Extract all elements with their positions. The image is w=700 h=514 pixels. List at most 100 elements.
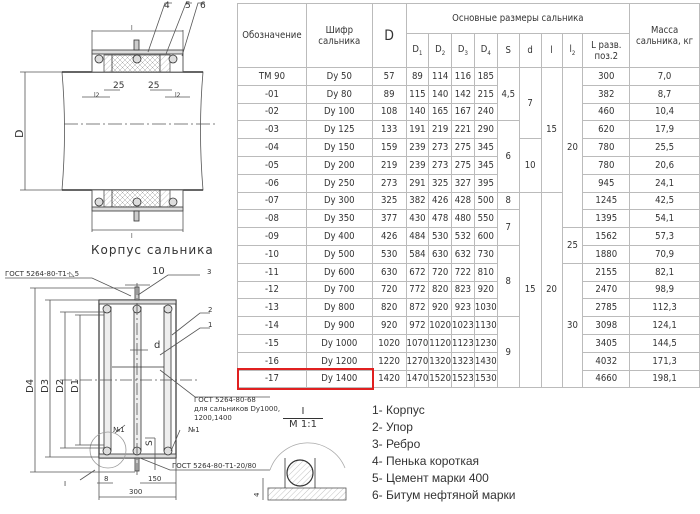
cell-code: Dy 600 (305, 262, 373, 282)
detail-view-label: I (283, 406, 323, 419)
header-D4: D4 (473, 33, 498, 68)
highlight-row-17 (237, 368, 374, 390)
cell-designation: -05 (237, 155, 307, 175)
callout-5: 5 (185, 1, 191, 11)
cell-D3: 923 (451, 298, 475, 318)
cell-D: 1020 (371, 333, 407, 353)
cell-D1: 972 (405, 316, 430, 335)
cell-D1: 672 (405, 262, 430, 282)
cell-D3: 142 (451, 84, 475, 104)
cell-l2: 30 (561, 262, 584, 389)
cell-D4: 1230 (473, 333, 498, 353)
cell-D3: 1523 (451, 369, 475, 389)
detail-i-weld (262, 442, 347, 501)
cell-mass: 57,3 (629, 227, 700, 246)
cell-D2: 426 (428, 191, 453, 211)
caption-gland-body: Корпус сальника (91, 243, 214, 257)
dim-D2: D2 (55, 379, 66, 393)
cell-D1: 140 (405, 102, 430, 122)
callout-4: 4 (164, 1, 170, 11)
header-code: Шифр сальника (305, 3, 373, 68)
cell-D1: 239 (405, 138, 430, 157)
cell-D4: 1530 (473, 369, 498, 389)
cell-S: 7 (496, 209, 520, 246)
dim-10: 10 (152, 266, 165, 277)
header-l: l (540, 33, 563, 68)
gland-lower (91, 189, 184, 232)
cell-D3: 1323 (451, 351, 475, 371)
cell-D4: 550 (473, 209, 498, 229)
cell-l: 15 (540, 67, 563, 193)
header-D1: D1 (405, 33, 430, 68)
header-L: L разв. поз.2 (582, 33, 631, 68)
cell-L: 620 (582, 120, 631, 140)
cell-mass: 20,6 (629, 155, 700, 175)
cell-D3: 275 (451, 138, 475, 157)
weld-note-bottom: ГОСТ 5264-80-Т1-20/80 (172, 462, 256, 470)
weld-note-top: ГОСТ 5264-80-Т1-◺5 (5, 270, 79, 278)
header-mass: Масса сальника, кг (629, 3, 700, 68)
cell-designation: -01 (237, 84, 307, 104)
dim-D3: D3 (40, 379, 51, 393)
dim-D1: D1 (70, 379, 81, 393)
cell-D3: 1023 (451, 316, 475, 335)
cell-D: 377 (371, 209, 407, 229)
view-I: I (64, 480, 66, 488)
cell-l: 20 (540, 191, 563, 389)
cell-D: 325 (371, 191, 407, 211)
cell-L: 3405 (582, 333, 631, 353)
cell-D3: 1123 (451, 333, 475, 353)
cell-D4: 1430 (473, 351, 498, 371)
dim-25-left: 25 (113, 81, 124, 91)
cell-L: 382 (582, 84, 631, 104)
cell-D3: 428 (451, 191, 475, 211)
cell-S: 6 (496, 120, 520, 193)
cell-D: 57 (371, 67, 407, 86)
header-designation: Обозначение (237, 3, 307, 68)
cell-code: Dy 80 (305, 84, 373, 104)
dim-300: 300 (129, 488, 142, 496)
cell-D2: 273 (428, 155, 453, 175)
label-n1-left: №1 (113, 426, 125, 434)
cell-D4: 730 (473, 244, 498, 264)
cell-D4: 810 (473, 262, 498, 282)
cell-D1: 1270 (405, 351, 430, 371)
cell-code: Dy 150 (305, 138, 373, 157)
cell-D: 530 (371, 244, 407, 264)
dim-l-bottom: l (131, 233, 133, 240)
cell-D4: 215 (473, 84, 498, 104)
cell-designation: ТМ 90 (237, 67, 307, 86)
cell-D2: 478 (428, 209, 453, 229)
cell-mass: 124,1 (629, 316, 700, 335)
pipe (61, 71, 204, 191)
cell-D1: 382 (405, 191, 430, 211)
cell-D1: 484 (405, 227, 430, 246)
cell-designation: -03 (237, 120, 307, 140)
cell-D2: 530 (428, 227, 453, 246)
cell-code: Dy 800 (305, 298, 373, 318)
dim-150: 150 (148, 475, 161, 483)
cell-D2: 273 (428, 138, 453, 157)
cell-D1: 1470 (405, 369, 430, 389)
cell-D2: 219 (428, 120, 453, 140)
cell-code: Dy 400 (305, 227, 373, 246)
cell-designation: -08 (237, 209, 307, 229)
header-D: D (371, 3, 407, 68)
cell-code: Dy 700 (305, 280, 373, 300)
cell-D4: 345 (473, 138, 498, 157)
cell-D3: 823 (451, 280, 475, 300)
cell-D2: 1320 (428, 351, 453, 371)
dim-l-top: l (131, 25, 133, 32)
cell-D: 920 (371, 316, 407, 335)
cell-D1: 89 (405, 67, 430, 86)
cell-D: 820 (371, 298, 407, 318)
cell-D1: 191 (405, 120, 430, 140)
cell-L: 2785 (582, 298, 631, 318)
detail-dim-4: 4 (253, 492, 261, 497)
cell-D1: 239 (405, 155, 430, 175)
cell-D: 89 (371, 84, 407, 104)
header-main-sizes: Основные размеры сальника (405, 3, 631, 34)
